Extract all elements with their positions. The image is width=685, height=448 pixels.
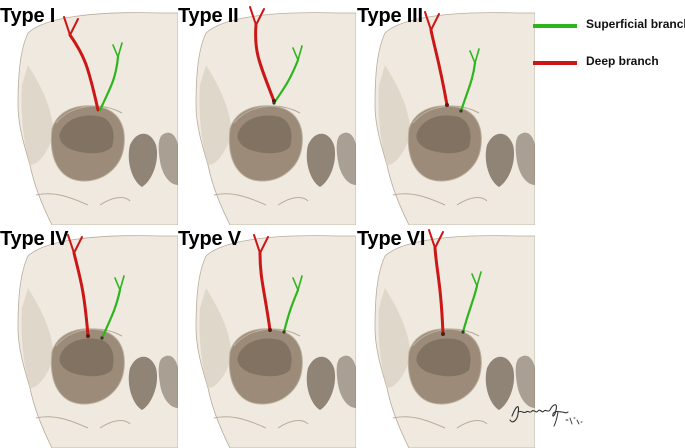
nasal-cavity-shape — [336, 132, 356, 185]
temple-shadow — [199, 65, 232, 165]
brow-ridge-line — [55, 105, 123, 124]
nasal-cavity-shape — [306, 356, 336, 410]
deep-branch-nerve-fork — [428, 229, 444, 249]
superficial-branch-nerve-fork — [114, 275, 125, 291]
panel-type-2: Type II — [178, 5, 356, 225]
skull-illustration — [374, 229, 535, 448]
brow-ridge-line — [233, 105, 301, 124]
deep-branch-nerve — [429, 28, 449, 107]
deep-branch-nerve-fork — [424, 11, 440, 31]
nasal-cavity-shape — [515, 355, 535, 408]
orbit-shadow — [59, 338, 114, 377]
panel-title: Type III — [357, 5, 423, 27]
panel-type-5: Type V — [178, 228, 356, 448]
foramen-dot — [86, 334, 90, 338]
superficial-branch-nerve — [98, 55, 120, 112]
nasal-cavity-shape — [128, 356, 158, 410]
legend-swatch — [533, 24, 577, 28]
panel-title: Type IV — [0, 228, 69, 250]
foramen-dot — [459, 109, 463, 113]
legend-swatch — [533, 61, 577, 65]
panel-type-4: Type IV — [0, 228, 178, 448]
panel-title: Type I — [0, 5, 56, 27]
skull-illustration — [17, 234, 178, 448]
nasal-cavity-shape — [485, 133, 515, 187]
legend-item-deep: Deep branch — [533, 52, 683, 72]
foramen-dot — [100, 336, 104, 340]
deep-branch-nerve — [68, 33, 100, 112]
nasal-cavity-shape — [485, 356, 515, 410]
foramen-dot — [445, 103, 449, 107]
cheekbone-line — [35, 193, 131, 206]
deep-branch-nerve-fork — [67, 234, 83, 254]
cheekbone-line — [392, 416, 488, 429]
legend: Superficial branch Deep branch — [533, 15, 685, 89]
legend-label: Superficial branch — [586, 17, 685, 31]
superficial-branch-nerve-fork — [292, 45, 303, 61]
temple-shadow — [378, 288, 411, 388]
legend-label: Deep branch — [586, 54, 659, 68]
superficial-branch-nerve — [461, 284, 479, 334]
foramen-dot — [268, 328, 272, 332]
deep-branch-nerve — [258, 251, 272, 332]
superficial-branch-nerve-fork — [292, 275, 303, 291]
deep-branch-nerve-fork — [253, 234, 269, 254]
superficial-branch-nerve — [272, 58, 300, 105]
superficial-branch-nerve — [459, 61, 477, 113]
foramen-dot — [461, 330, 465, 334]
temple-shadow — [21, 65, 54, 165]
deep-branch-nerve — [433, 246, 445, 336]
panel-title: Type VI — [357, 228, 426, 250]
cheekbone-line — [213, 193, 309, 206]
panel-type-1: Type I — [0, 5, 178, 225]
superficial-branch-nerve-fork — [469, 48, 480, 64]
legend-item-superficial: Superficial branch — [533, 15, 685, 35]
nasal-cavity-shape — [158, 355, 178, 408]
superficial-branch-nerve-fork — [471, 271, 482, 287]
deep-branch-nerve-fork — [63, 16, 79, 36]
cheekbone-line — [213, 416, 309, 429]
skull-illustration — [17, 12, 178, 225]
orbit-shadow — [416, 115, 471, 154]
brow-ridge-line — [412, 105, 480, 124]
superficial-branch-nerve — [100, 288, 122, 340]
superficial-branch-nerve-fork — [112, 42, 123, 58]
panel-type-6: Type VI — [357, 228, 535, 448]
superficial-branch-nerve — [282, 288, 300, 334]
panel-type-3: Type III — [357, 5, 535, 225]
nasal-cavity-shape — [336, 355, 356, 408]
orbit-shadow — [237, 338, 292, 377]
skull-illustration — [374, 11, 535, 225]
nasal-cavity-shape — [306, 133, 336, 187]
nasal-cavity-shape — [128, 133, 158, 187]
panel-title: Type II — [178, 5, 239, 27]
brow-ridge-line — [233, 328, 301, 347]
deep-branch-nerve — [72, 251, 90, 338]
orbit-shadow — [59, 115, 114, 154]
deep-branch-nerve-fork — [249, 6, 265, 26]
cheekbone-line — [35, 416, 131, 429]
temple-shadow — [378, 65, 411, 165]
nasal-cavity-shape — [158, 132, 178, 185]
temple-shadow — [199, 288, 232, 388]
cheekbone-line — [392, 193, 488, 206]
nasal-cavity-shape — [515, 132, 535, 185]
foramen-dot — [441, 332, 445, 336]
skull-illustration — [195, 234, 356, 448]
orbit-shadow — [416, 338, 471, 377]
deep-branch-nerve — [254, 23, 276, 103]
temple-shadow — [21, 288, 54, 388]
orbit-shadow — [237, 115, 292, 154]
foramen-dot — [272, 101, 276, 105]
skull-illustration — [195, 6, 356, 225]
signature — [509, 404, 583, 427]
foramen-dot — [282, 330, 286, 334]
panel-title: Type V — [178, 228, 241, 250]
